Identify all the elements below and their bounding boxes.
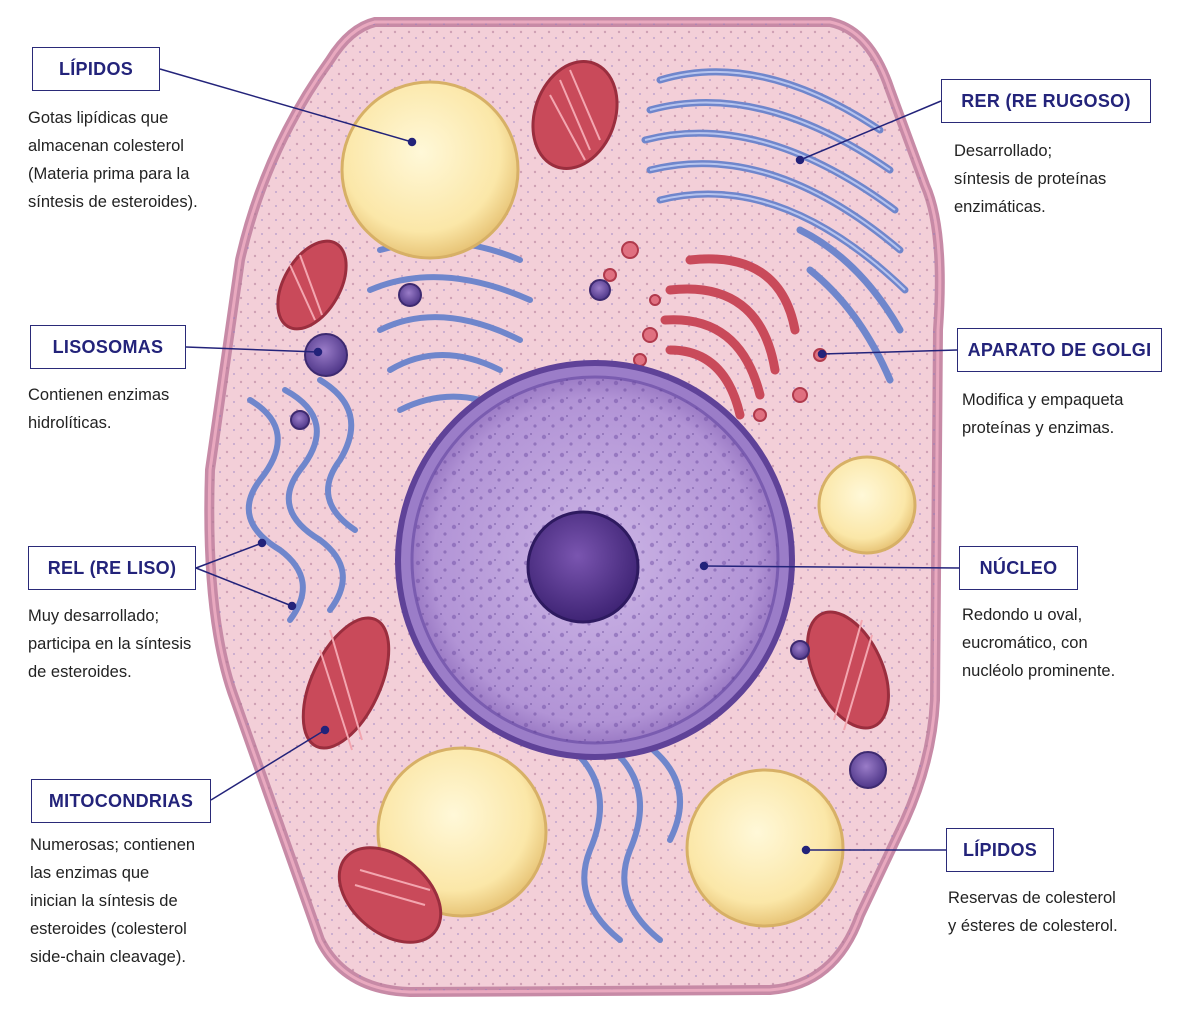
label-rer: RER (RE RUGOSO) bbox=[941, 79, 1151, 123]
desc-nucleo: Redondo u oval, eucromático, con nucléol… bbox=[962, 601, 1115, 685]
desc-rel: Muy desarrollado; participa en la síntes… bbox=[28, 602, 191, 686]
desc-lipidos-bottom: Reservas de colesterol y ésteres de cole… bbox=[948, 884, 1118, 940]
desc-golgi: Modifica y empaqueta proteínas y enzimas… bbox=[962, 386, 1123, 442]
desc-lisosomas: Contienen enzimas hidrolíticas. bbox=[28, 381, 169, 437]
label-lisosomas: LISOSOMAS bbox=[30, 325, 186, 369]
nucleus bbox=[398, 363, 792, 757]
label-rel: REL (RE LISO) bbox=[28, 546, 196, 590]
label-lipidos-top: LÍPIDOS bbox=[32, 47, 160, 91]
desc-mitocondrias: Numerosas; contienen las enzimas que ini… bbox=[30, 831, 195, 971]
nucleolus bbox=[528, 512, 638, 622]
desc-rer: Desarrollado; síntesis de proteínas enzi… bbox=[954, 137, 1106, 221]
desc-lipidos-top: Gotas lipídicas que almacenan colesterol… bbox=[28, 104, 198, 216]
label-golgi: APARATO DE GOLGI bbox=[957, 328, 1162, 372]
label-nucleo: NÚCLEO bbox=[959, 546, 1078, 590]
label-mitocondrias: MITOCONDRIAS bbox=[31, 779, 211, 823]
label-lipidos-bottom: LÍPIDOS bbox=[946, 828, 1054, 872]
